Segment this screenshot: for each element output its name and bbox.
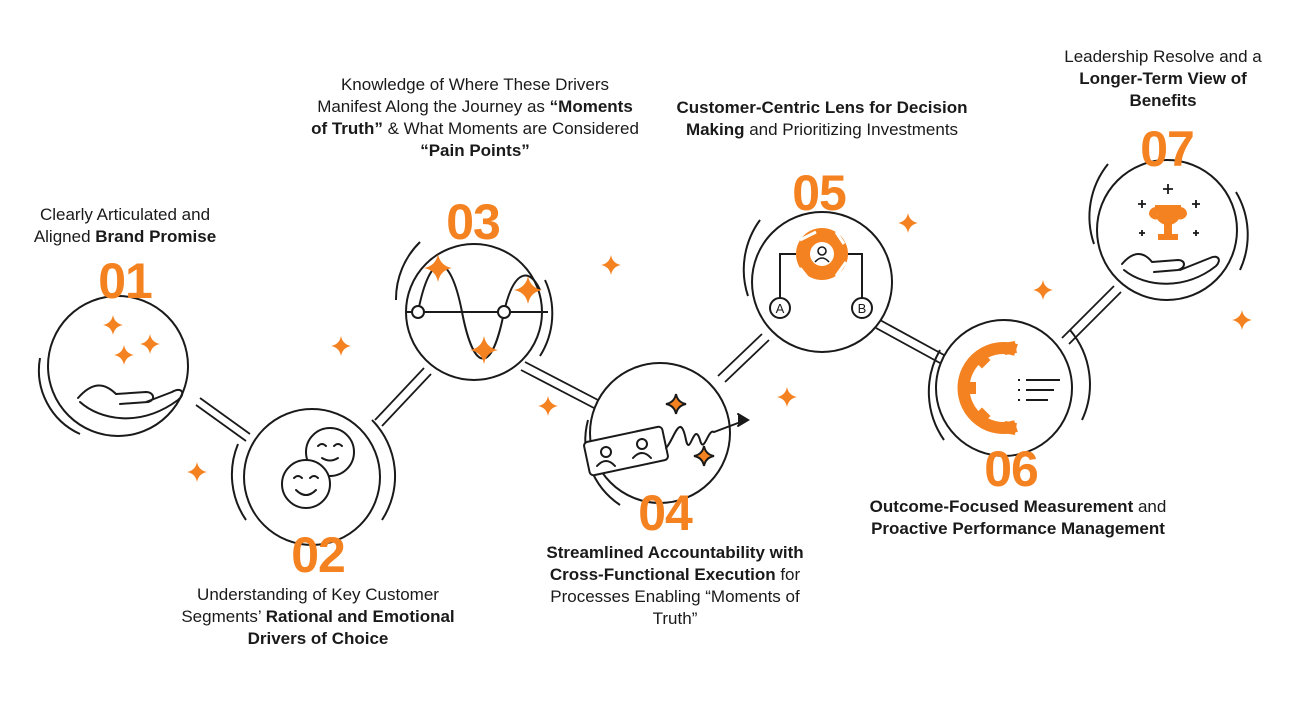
- caption-text: Clearly Articulated and Aligned: [33, 205, 211, 246]
- step-05-circle: A B: [742, 211, 893, 353]
- caption-bold-text: Brand Promise: [95, 227, 217, 246]
- happy-and-content-faces-icon: [281, 427, 355, 509]
- step-05-number: 05: [792, 165, 847, 221]
- step-07-circle: [1088, 159, 1249, 301]
- caption-bold-text: “Pain Points”: [420, 141, 530, 160]
- step-02-number: 02: [291, 527, 346, 583]
- step-01-circle: [37, 295, 189, 437]
- caption-bold-text: “Moments of Truth”: [311, 97, 633, 138]
- step-04-circle: [583, 362, 750, 506]
- step-06-number: 06: [984, 441, 1039, 497]
- step-06-circle: [927, 319, 1091, 457]
- caption-text: Leadership Resolve and a: [1064, 47, 1262, 66]
- caption-text: for Processes Enabling “Moments of Truth…: [550, 565, 801, 628]
- caption-bold-text: Outcome-Focused Measurement: [869, 497, 1134, 516]
- caption-text: Knowledge of Where These Drivers Manifes…: [317, 75, 610, 116]
- wave-journey-icon: [406, 254, 548, 364]
- step-03-number: 03: [446, 194, 501, 250]
- step-01-caption: Clearly Articulated and Aligned Brand Pr…: [10, 204, 240, 248]
- step-05-caption: Customer-Centric Lens for Decision Makin…: [672, 97, 972, 141]
- step-07-number: 07: [1140, 121, 1195, 177]
- step-04-caption: Streamlined Accountability with Cross-Fu…: [530, 542, 820, 630]
- team-arrow-icon: [583, 393, 750, 477]
- step-04-number: 04: [638, 485, 693, 541]
- step-01-number: 01: [98, 253, 153, 309]
- step-07-caption: Leadership Resolve and a Longer-Term Vie…: [1048, 46, 1278, 112]
- step-02-circle: [230, 408, 397, 546]
- customer-lens-ab-icon: A B: [769, 228, 873, 319]
- caption-bold-text: Rational and Emotional Drivers of Choice: [247, 607, 455, 648]
- caption-text: & What Moments are Considered: [382, 119, 639, 138]
- step-03-caption: Knowledge of Where These Drivers Manifes…: [310, 74, 640, 162]
- hand-with-trophy-icon: [1121, 184, 1220, 285]
- hand-with-sparkles-icon: [77, 315, 184, 420]
- caption-bold-text: Streamlined Accountability with Cross-Fu…: [546, 543, 804, 584]
- caption-text: and: [1133, 497, 1167, 516]
- step-06-caption: Outcome-Focused Measurement and Proactiv…: [838, 496, 1198, 540]
- caption-text: and Prioritizing Investments: [744, 120, 959, 139]
- caption-bold-text: Customer-Centric Lens for Decision Makin…: [676, 98, 968, 139]
- caption-bold-text: Proactive Performance Management: [871, 519, 1165, 538]
- caption-text: Understanding of Key Customer Segments’: [181, 585, 439, 626]
- svg-text:B: B: [858, 301, 867, 316]
- caption-bold-text: Longer-Term View of Benefits: [1079, 69, 1247, 110]
- step-02-caption: Understanding of Key Customer Segments’ …: [168, 584, 468, 650]
- svg-text:A: A: [776, 301, 785, 316]
- gear-with-list-icon: [957, 341, 1060, 435]
- step-03-circle: [394, 241, 554, 381]
- connector-lines: [195, 285, 1122, 442]
